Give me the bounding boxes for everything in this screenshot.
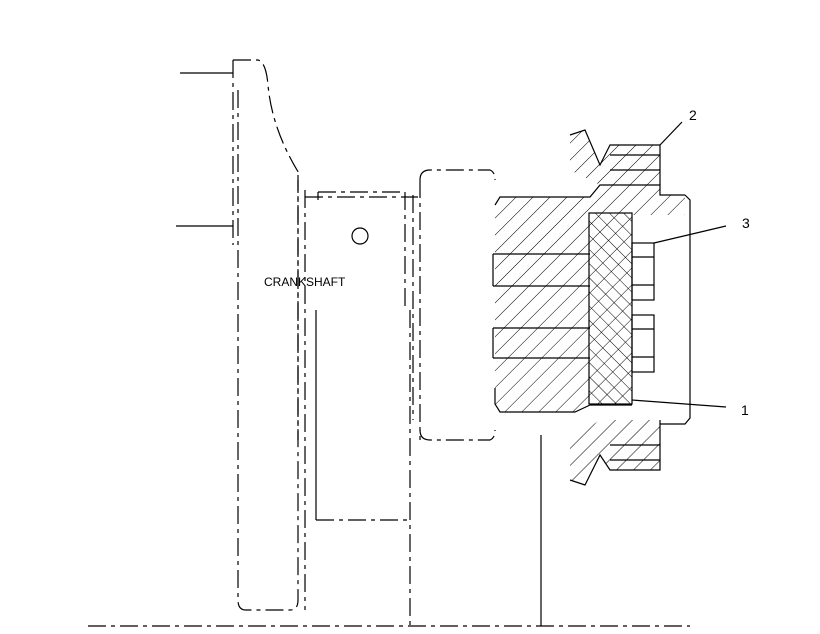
crankshaft-seal	[588, 212, 633, 405]
callout-3: 3	[742, 215, 750, 231]
crankshaft-outline	[88, 59, 690, 628]
callout-1: 1	[741, 402, 749, 418]
callout-2: 2	[689, 107, 697, 123]
leader-lines	[631, 121, 727, 408]
seal-lip-bolts	[492, 242, 655, 373]
crankshaft-label: CRANKSHAFT	[264, 275, 346, 289]
